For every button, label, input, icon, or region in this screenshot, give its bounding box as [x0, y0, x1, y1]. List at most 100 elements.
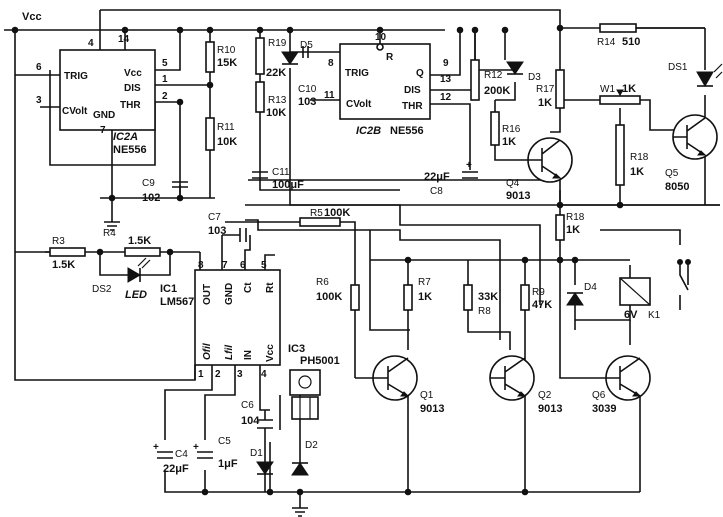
ic2a-part: NE556	[113, 144, 147, 156]
ic1-lfil: Lfil	[224, 345, 235, 360]
r12-value: 200K	[484, 85, 510, 97]
ic3-name: IC3	[288, 343, 305, 355]
ic2b-pin11: 11	[324, 90, 335, 101]
r4-value: 1.5K	[128, 235, 151, 247]
junction-dots	[11, 24, 624, 496]
c11-label: C11	[272, 167, 290, 178]
c8-value: 22μF	[424, 171, 450, 183]
r19-label: R19	[268, 38, 287, 49]
ic2a-pin1: 1	[162, 74, 168, 85]
ic1-out: OUT	[202, 284, 213, 305]
relay-k1: 6V K1	[619, 259, 691, 321]
c4-label: C4	[175, 449, 188, 460]
r6-label: R6	[316, 277, 329, 288]
d2-label: D2	[305, 440, 318, 451]
led-label: LED	[125, 289, 147, 301]
r18a-value: 1K	[630, 166, 644, 178]
r16-value: 1K	[502, 136, 516, 148]
r17-label: R17	[536, 84, 555, 95]
q4-value: 9013	[506, 190, 530, 202]
c5-plus: +	[193, 442, 199, 453]
capacitors: C9 102 C10 103 C11 100μF + 22μF C8 C7 10…	[142, 46, 478, 475]
c7-label: C7	[208, 212, 221, 223]
w1-value: 1K	[622, 83, 636, 95]
ic1-part: LM567	[160, 296, 194, 308]
d3-label: D3	[528, 72, 541, 83]
ic1-pin7: 7	[222, 260, 228, 271]
r18b-value: 1K	[566, 224, 580, 236]
c8-plus: +	[466, 160, 472, 171]
ic2a-vcc: Vcc	[124, 68, 142, 79]
r17-value: 1K	[538, 97, 552, 109]
c4-value: 22μF	[163, 463, 189, 475]
r11-value: 10K	[217, 136, 237, 148]
c5-value: 1μF	[218, 458, 238, 470]
ic1-pin5: 5	[261, 260, 267, 271]
r18b-label: R18	[566, 212, 585, 223]
c9-value: 102	[142, 192, 160, 204]
c7-value: 103	[208, 225, 226, 237]
ic2b-r: R	[386, 52, 394, 63]
r7-label: R7	[418, 277, 431, 288]
vcc-label: Vcc	[22, 11, 42, 23]
ic1-pin3: 3	[237, 369, 243, 380]
ic2a-cvolt: CVolt	[62, 106, 88, 117]
ic2a-name: IC2A	[113, 131, 138, 143]
ic2b-name: IC2B	[356, 125, 381, 137]
ic2b-thr: THR	[402, 101, 423, 112]
ic2b-pin9: 9	[443, 58, 449, 69]
ic2b-pin13: 13	[440, 74, 452, 85]
ic2b-q: Q	[416, 68, 424, 79]
r5-value: 100K	[324, 207, 350, 219]
ic1-pin2: 2	[215, 369, 221, 380]
r11-label: R11	[217, 122, 235, 133]
relay-name: K1	[648, 310, 661, 321]
ic1-rt: Rt	[265, 282, 276, 293]
c5-label: C5	[218, 436, 231, 447]
c4-plus: +	[153, 442, 159, 453]
r13-label: R13	[268, 95, 287, 106]
ic1-block: 8 7 6 5 1 2 3 4 OUT GND Ct Rt Ofil Lfil …	[160, 260, 281, 380]
ic1-name: IC1	[160, 283, 177, 295]
transistors: Q4 9013 Q5 8050 Q1 9013 Q2 9013 Q6 3039	[355, 114, 718, 415]
r12-label: R12	[484, 70, 503, 81]
ic2a-thr: THR	[120, 100, 141, 111]
q2-label: Q2	[538, 390, 552, 401]
r4-label: R4	[103, 228, 116, 239]
ic1-pin1: 1	[198, 369, 204, 380]
ic2a-trig: TRIG	[64, 71, 88, 82]
c10-value: 103	[298, 96, 316, 108]
r5-label: R5	[310, 208, 323, 219]
ic2a-pin7: 7	[100, 125, 106, 136]
q4-label: Q4	[506, 178, 520, 189]
ic2b-part: NE556	[390, 125, 424, 137]
q1-value: 9013	[420, 403, 444, 415]
q5-value: 8050	[665, 181, 689, 193]
ic2a-pin14: 14	[118, 34, 130, 45]
q1-label: Q1	[420, 390, 434, 401]
ground-symbols	[104, 218, 308, 517]
resistors: R10 15K R11 10K R19 22K R13 10K R12 200K…	[49, 23, 649, 317]
r3-value: 1.5K	[52, 259, 75, 271]
ic2b-block: 10 8 11 9 13 12 TRIG R Q DIS THR CVolt I…	[324, 32, 452, 137]
ic2b-pin10: 10	[375, 32, 387, 43]
d1-label: D1	[250, 448, 263, 459]
ic2b-trig: TRIG	[345, 68, 369, 79]
ic1-ct: Ct	[243, 282, 254, 293]
ic2a-block: 4 14 6 3 5 1 2 7 TRIG Vcc DIS THR CVolt …	[36, 34, 168, 156]
c9-label: C9	[142, 178, 155, 189]
r19-value: 22K	[266, 67, 286, 79]
d4-label: D4	[584, 282, 597, 293]
ic2a-dis: DIS	[124, 83, 141, 94]
q5-label: Q5	[665, 168, 679, 179]
ds1-label: DS1	[668, 62, 688, 73]
diodes: D5 D3 DS1 DS2 LED D4 D1 D2	[92, 40, 723, 476]
ds2-label: DS2	[92, 284, 112, 295]
r7-value: 1K	[418, 291, 432, 303]
ic2b-dis: DIS	[404, 85, 421, 96]
ic2a-pin6: 6	[36, 62, 42, 73]
ic1-pin8: 8	[198, 260, 204, 271]
r8-value: 33K	[478, 291, 498, 303]
ic2a-pin2: 2	[162, 91, 168, 102]
r9-label: R9	[532, 287, 545, 298]
